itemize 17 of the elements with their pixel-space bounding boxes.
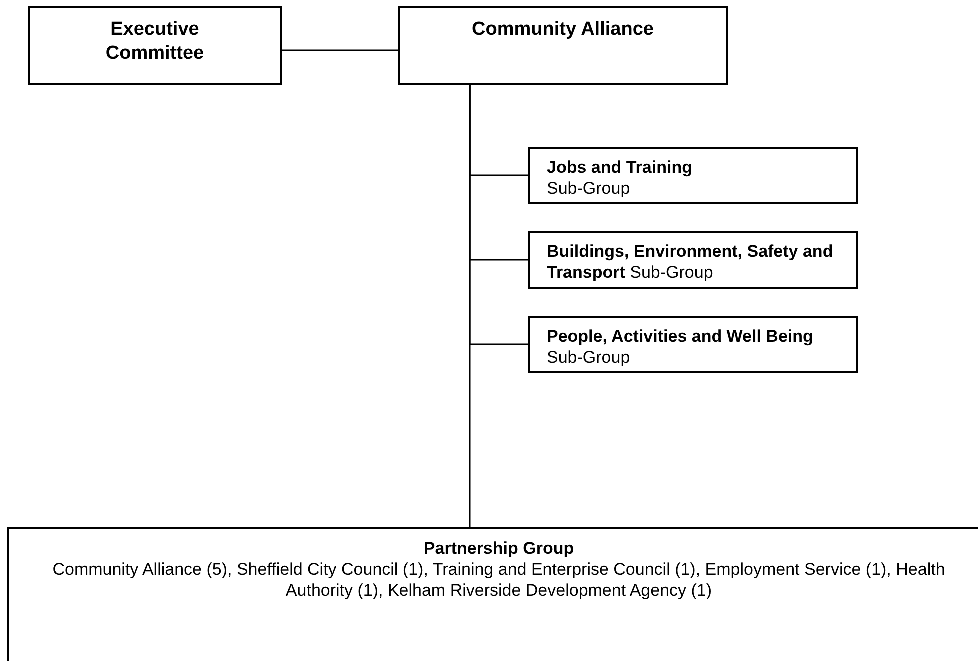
- subgroup-label: Buildings, Environment, Safety and Transport Sub-Group: [547, 241, 834, 283]
- subgroup-title: Jobs and Training: [547, 157, 694, 178]
- subgroup-label: Sub-Group: [547, 347, 632, 368]
- subgroup-title: People, Activities and Well Being: [547, 326, 814, 347]
- box-title: Partnership Group: [424, 538, 574, 559]
- org-box: [28, 6, 282, 85]
- subgroup-box: [528, 316, 858, 373]
- partnership-box: [7, 527, 978, 661]
- connector-line: [282, 50, 398, 52]
- subgroup-box: [528, 231, 858, 289]
- box-title: Community Alliance: [471, 18, 655, 42]
- subgroup-box: [528, 147, 858, 204]
- subgroup-label: Sub-Group: [547, 178, 632, 199]
- member-list: Community Alliance (5), Sheffield City Council (1), Training and Enterprise Council (1), Employment Service (1), Health Authority (1), Kelham Riverside Development Agency (1): [39, 559, 959, 601]
- box-title: Executive Committee: [104, 18, 206, 66]
- connector-line: [469, 85, 471, 527]
- org-box: [398, 6, 728, 85]
